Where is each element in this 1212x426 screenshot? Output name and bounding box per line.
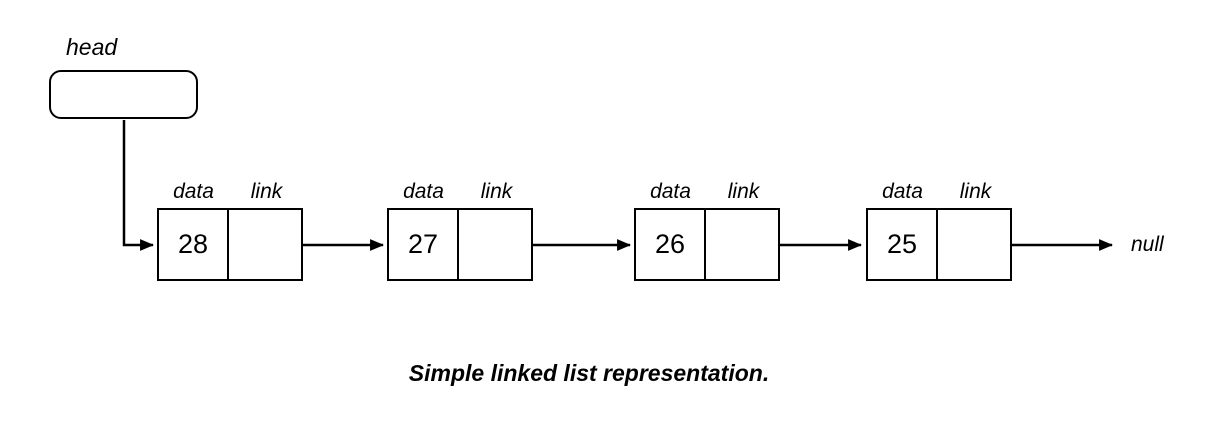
node-value: 27 xyxy=(407,229,439,259)
data-cell: 26 xyxy=(636,210,706,279)
node-box: 26 xyxy=(634,208,780,281)
node-value: 28 xyxy=(177,229,209,259)
data-cell: 27 xyxy=(389,210,459,279)
node-value: 25 xyxy=(886,229,918,259)
node-box: 25 xyxy=(866,208,1012,281)
link-cell xyxy=(938,210,1010,279)
cell-labels-row: data link xyxy=(634,170,780,208)
data-cell-label: data xyxy=(650,180,691,203)
head-pointer-arrow xyxy=(122,120,155,251)
cell-labels-row: data link xyxy=(866,170,1012,208)
link-cell xyxy=(459,210,531,279)
node-value: 26 xyxy=(654,229,686,259)
list-node-1: data link 28 xyxy=(157,170,303,281)
cell-labels-row: data link xyxy=(157,170,303,208)
link-cell xyxy=(229,210,301,279)
node-box: 27 xyxy=(387,208,533,281)
data-cell-label: data xyxy=(403,180,444,203)
list-node-4: data link 25 xyxy=(866,170,1012,281)
list-node-2: data link 27 xyxy=(387,170,533,281)
data-cell-label: data xyxy=(173,180,214,203)
null-label: null xyxy=(1131,233,1164,256)
link-cell-label: link xyxy=(959,180,992,203)
head-label: head xyxy=(66,34,118,60)
list-node-3: data link 26 xyxy=(634,170,780,281)
data-cell: 25 xyxy=(868,210,938,279)
link-cell-label: link xyxy=(727,180,760,203)
data-cell: 28 xyxy=(159,210,229,279)
link-cell-label: link xyxy=(480,180,513,203)
link-cell-label: link xyxy=(250,180,283,203)
caption: Simple linked list representation. xyxy=(408,360,770,386)
link-cell xyxy=(706,210,778,279)
cell-labels-row: data link xyxy=(387,170,533,208)
head-pointer-box xyxy=(49,70,198,119)
data-cell-label: data xyxy=(882,180,923,203)
node-box: 28 xyxy=(157,208,303,281)
